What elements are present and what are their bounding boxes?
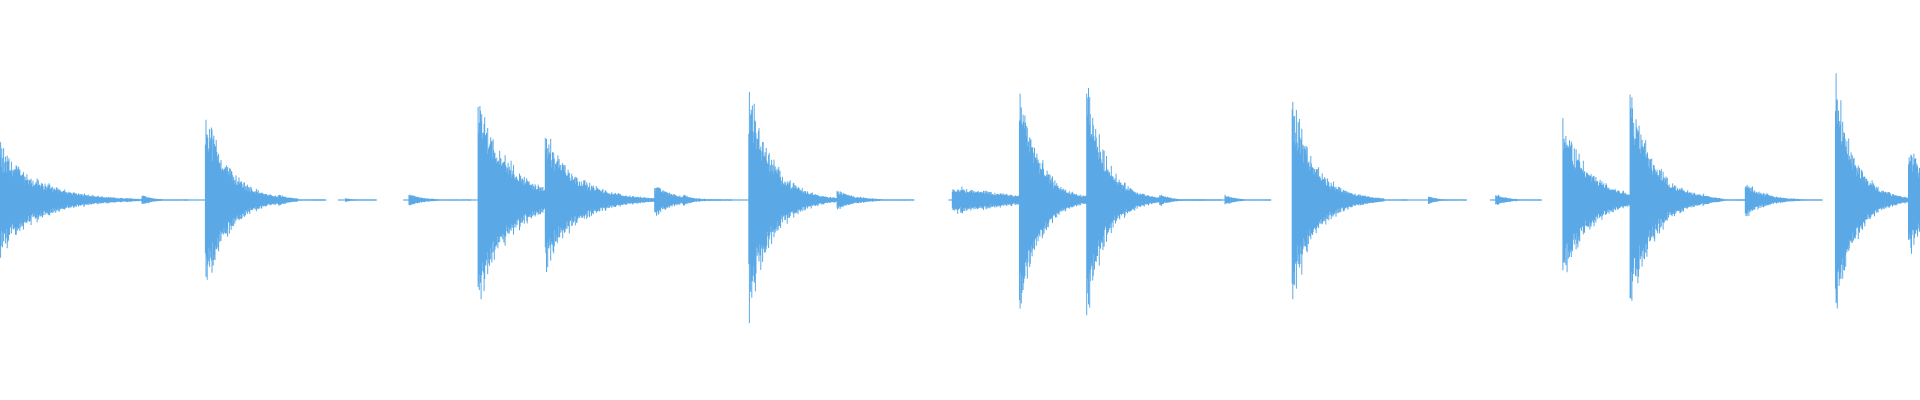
- waveform-transient-path: [1159, 194, 1206, 206]
- waveform-transient: [1224, 194, 1272, 205]
- waveform-peaks: [0, 73, 1920, 324]
- waveform-transient-path: [74, 194, 121, 206]
- waveform-transient-path: [1224, 194, 1272, 205]
- waveform-transient-path: [277, 194, 325, 206]
- waveform-transient-path: [1744, 184, 1823, 217]
- waveform-transient-path: [1495, 194, 1542, 205]
- waveform-transient: [748, 91, 842, 324]
- waveform-transient: [1835, 73, 1913, 309]
- waveform-transient-path: [1428, 196, 1467, 204]
- waveform-transient-path: [1702, 193, 1750, 207]
- waveform-transient-path: [1019, 93, 1097, 309]
- waveform-transient-path: [1835, 73, 1913, 309]
- waveform-transient: [1086, 88, 1164, 316]
- waveform-transient-path: [748, 91, 842, 324]
- waveform-transient-path: [141, 195, 189, 205]
- waveform-transient: [1744, 184, 1823, 217]
- waveform-transient-path: [836, 190, 915, 210]
- waveform-transient: [1428, 196, 1467, 204]
- waveform-transient-path: [1360, 195, 1408, 205]
- waveform-transient: [345, 198, 377, 202]
- waveform-transient: [1702, 193, 1750, 207]
- waveform-transient-path: [408, 194, 471, 206]
- waveform-transient: [408, 194, 471, 206]
- waveform-transient: [544, 137, 669, 273]
- waveform-transient-path: [544, 137, 669, 273]
- waveform-transient: [1908, 153, 1920, 254]
- waveform-transient: [74, 194, 121, 206]
- waveform-transient-path: [1908, 153, 1920, 254]
- waveform-transient: [683, 194, 722, 206]
- waveform-transient: [1159, 194, 1206, 206]
- waveform-transient-path: [683, 194, 722, 206]
- waveform-transient-path: [345, 198, 377, 202]
- waveform-transient: [1360, 195, 1408, 205]
- waveform-transient: [836, 190, 915, 210]
- waveform-transient: [141, 195, 189, 205]
- waveform-transient-path: [1086, 88, 1164, 316]
- waveform-transient: [1495, 194, 1542, 205]
- waveform-transient: [277, 194, 325, 206]
- waveform-baseline-segment: [1401, 199, 1450, 201]
- waveform-transient: [1019, 93, 1097, 309]
